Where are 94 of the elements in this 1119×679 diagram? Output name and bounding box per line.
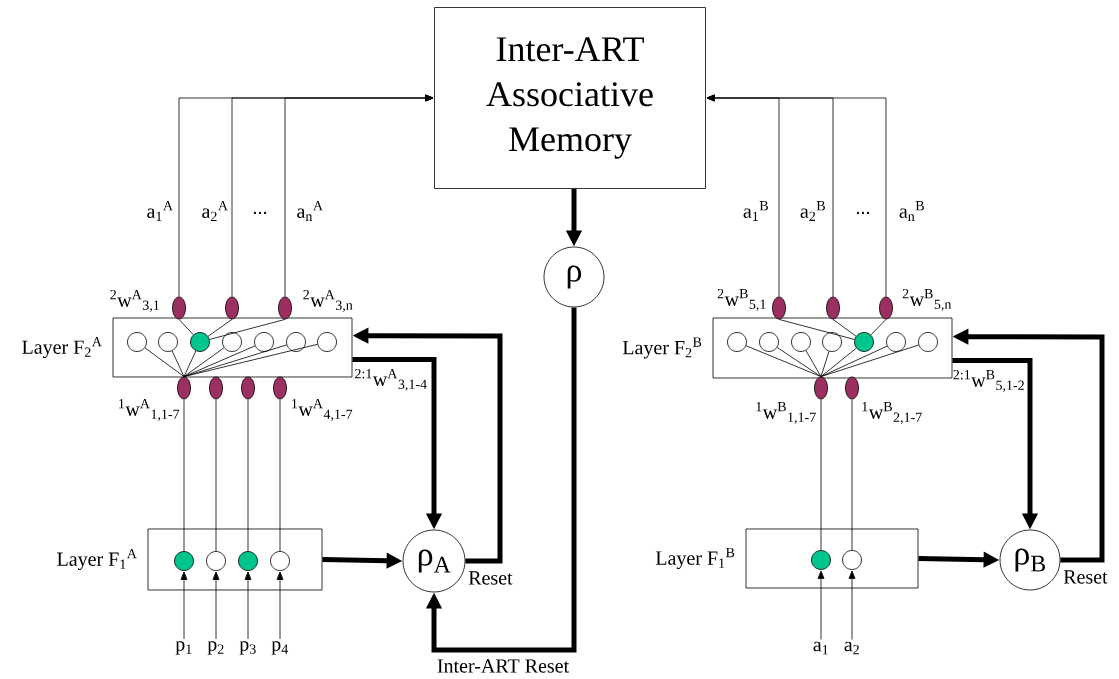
connection-line <box>215 399 217 552</box>
reset-label: Reset <box>468 571 513 585</box>
arrow <box>244 571 252 640</box>
weight-label: $^{2}$w$^{A}$3,1 <box>110 289 159 312</box>
input-label: p$_{1}$ <box>175 641 192 655</box>
neuron-circle <box>222 332 242 352</box>
signal-label: a$_{n}$A <box>297 201 323 221</box>
neuron-circle <box>238 551 258 571</box>
reset-label: Reset <box>1063 570 1108 584</box>
weight-ellipse <box>278 296 292 320</box>
neuron-circle <box>158 332 178 352</box>
neuron-circle <box>190 332 210 352</box>
signal-label: a$_{1}$A <box>147 201 173 221</box>
connection-line <box>183 350 197 377</box>
neuron-circle <box>254 332 274 352</box>
arrow <box>817 570 825 640</box>
weight-label: $^{2}$w$^{A}$3,n <box>303 289 353 312</box>
weight-label: $^{1}$w$^{A}$1,1-7 <box>119 398 180 421</box>
connection-line <box>183 399 185 552</box>
signal-label: a$_{2}$A <box>202 201 228 221</box>
connection-line <box>832 319 857 337</box>
neuron-circle <box>759 332 779 352</box>
weight-ellipse <box>845 376 859 400</box>
connection-line <box>207 319 233 337</box>
connection-line <box>870 319 887 336</box>
neuron-circle <box>174 551 194 571</box>
connection-line <box>144 347 185 377</box>
weight-ellipse <box>879 296 893 320</box>
weight-label: $^{1}$w$^{A}$4,1-7 <box>292 398 353 421</box>
arrow <box>425 307 577 653</box>
layer-box: Layer F$_{1}$B <box>655 528 919 589</box>
memory-box: Inter-ART Associative Memory <box>434 7 706 189</box>
connection-line <box>745 345 822 377</box>
weight-label: $^{1}$w$^{B}$2,1-7 <box>862 401 922 424</box>
neuron-circle <box>811 550 831 570</box>
neuron-circle <box>791 332 811 352</box>
arrow <box>284 94 434 297</box>
connection-line <box>279 399 281 552</box>
neuron-circle <box>918 332 938 352</box>
ellipsis-label: ... <box>253 211 267 215</box>
weight-ellipse <box>177 376 191 400</box>
input-label: p$_{2}$ <box>207 641 224 655</box>
connection-line <box>183 347 225 377</box>
input-label: a$_{2}$ <box>844 641 859 655</box>
weight-label: $^{1}$w$^{B}$1,1-7 <box>756 401 816 424</box>
input-label: p$_{4}$ <box>271 641 289 655</box>
neuron-circle <box>822 332 842 352</box>
signal-label: a$_{n}$B <box>899 201 924 221</box>
weight-ellipse <box>225 296 239 320</box>
input-label: a$_{1}$ <box>813 641 828 655</box>
arrow <box>706 94 887 297</box>
neuron-circle <box>842 550 862 570</box>
arrow <box>848 570 856 640</box>
connection-line <box>820 347 857 377</box>
arrow <box>276 571 284 640</box>
ellipsis-label: ... <box>856 211 870 215</box>
neuron-circle <box>317 332 337 352</box>
connection-line <box>820 351 830 377</box>
neuron-circle <box>727 332 747 352</box>
connection-line <box>805 350 822 377</box>
weight-label: $^{2:1}$w$^{B}$5,1-2 <box>953 369 1024 392</box>
connection-line <box>851 399 853 551</box>
connection-line <box>209 319 286 340</box>
connection-line <box>820 344 919 377</box>
weight-ellipse <box>172 296 186 320</box>
neuron-circle <box>206 551 226 571</box>
weight-ellipse <box>826 296 840 320</box>
weight-label: $^{2:1}$w$^{A}$3,1-4 <box>355 368 427 391</box>
weight-ellipse <box>241 376 255 400</box>
connection-line <box>247 399 249 552</box>
neuron-circle <box>270 551 290 571</box>
connection-line <box>171 350 185 377</box>
weight-label: $^{2}$w$^{B}$5,n <box>902 288 952 311</box>
connection-line <box>178 319 194 336</box>
weight-ellipse <box>209 376 223 400</box>
weight-ellipse <box>772 296 786 320</box>
connection-line <box>778 319 855 340</box>
connection-line <box>183 344 287 377</box>
input-label: p$_{3}$ <box>239 641 256 655</box>
arrow <box>212 571 220 640</box>
neuron-circle <box>854 332 874 352</box>
arrow <box>180 571 188 640</box>
signal-label: a$_{2}$B <box>800 201 825 221</box>
neuron-circle <box>286 332 306 352</box>
weight-ellipse <box>814 376 828 400</box>
connection-line <box>820 399 822 551</box>
neuron-circle <box>127 332 147 352</box>
edge-label: Inter-ART Reset <box>435 658 571 674</box>
weight-label: $^{2}$w$^{B}$5,1 <box>717 288 766 311</box>
signal-label: a$_{1}$B <box>743 201 768 221</box>
connection-line <box>183 343 318 377</box>
weight-ellipse <box>273 376 287 400</box>
neuron-circle <box>886 332 906 352</box>
connection-line <box>776 347 822 377</box>
